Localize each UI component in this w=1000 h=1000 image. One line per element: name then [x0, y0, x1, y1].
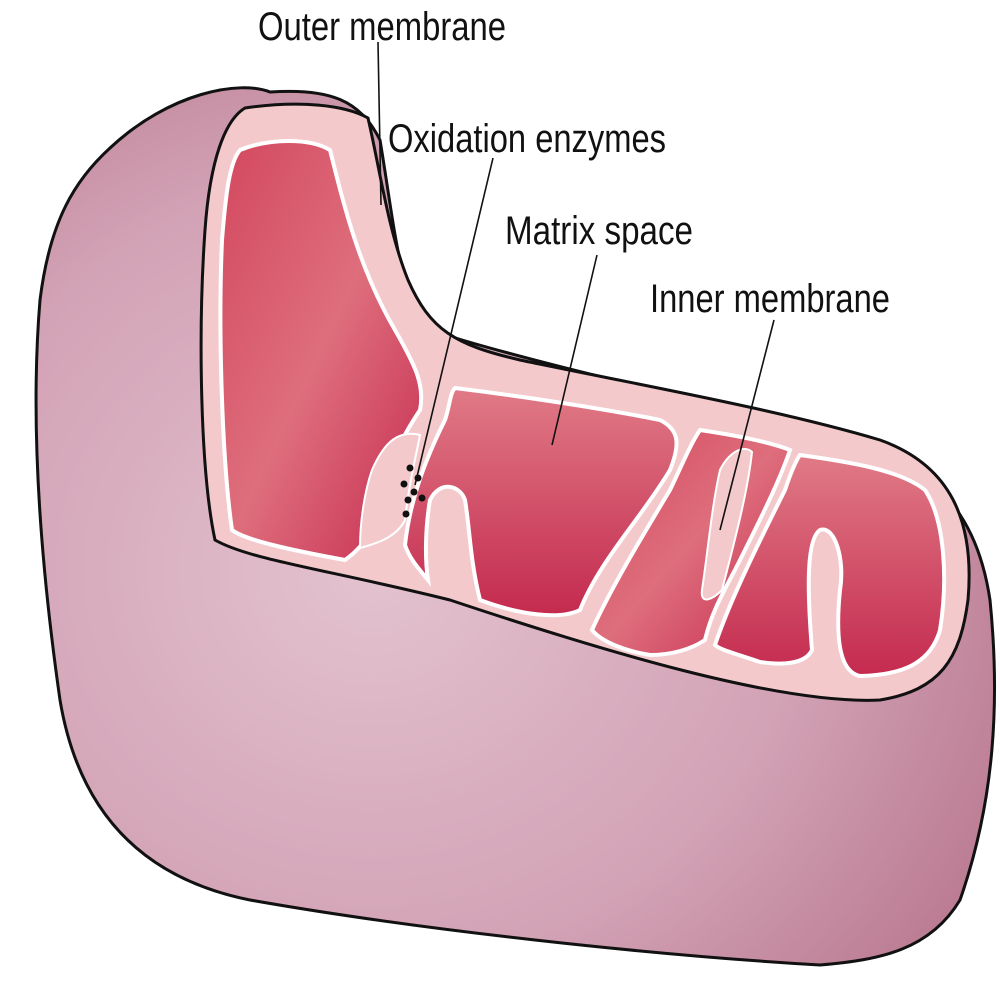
crista-fold-left: [358, 432, 422, 550]
label-oxidation-enzymes: Oxidation enzymes: [388, 117, 666, 161]
crista-fold-right: [700, 448, 754, 601]
leader-inner-membrane: [719, 319, 775, 531]
leader-matrix-space: [551, 254, 598, 446]
matrix-chamber-right: [712, 452, 947, 679]
leader-outer-membrane: [377, 41, 382, 206]
oxidation-enzyme-dots: [400, 464, 426, 518]
matrix-chamber-middle: [402, 385, 679, 618]
label-inner-membrane: Inner membrane: [650, 277, 890, 321]
label-matrix-space: Matrix space: [505, 209, 693, 253]
label-outer-membrane: Outer membrane: [258, 5, 506, 49]
leader-oxidation-enzymes: [414, 157, 494, 486]
